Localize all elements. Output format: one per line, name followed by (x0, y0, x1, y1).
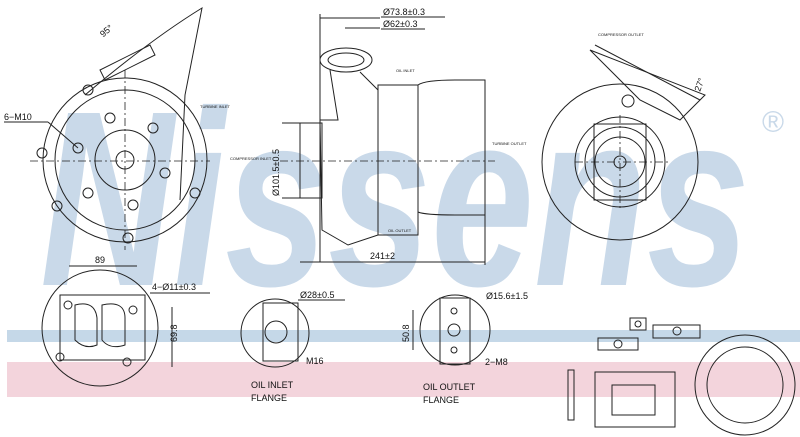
angle-27-label: 27° (692, 76, 706, 93)
compressor-inlet-label: COMPRESSOR INLET (230, 156, 272, 161)
oil-inlet-flange-label-1: OIL INLET (251, 380, 294, 390)
dia-1015-label: Ø101.5±0.5 (271, 149, 281, 196)
dia-156-label: Ø15.6±1.5 (486, 291, 528, 301)
height-698-label: 69.8 (169, 324, 179, 342)
dia-62-label: Ø62±0.3 (383, 19, 417, 29)
turbine-inlet-label: TURBINE INLET (200, 104, 231, 109)
oil-outlet-flange-label-1: OIL OUTLET (423, 382, 476, 392)
compressor-rear-view: 27° COMPRESSOR OUTLET (541, 32, 707, 241)
compressor-outlet-label: COMPRESSOR OUTLET (598, 32, 644, 37)
watermark-logo: Nissens (40, 59, 750, 338)
oil-inlet-flange-view: Ø28±0.5 M16 OIL INLET FLANGE (240, 290, 345, 403)
m16-label: M16 (306, 356, 324, 366)
length-241-label: 241±2 (370, 251, 395, 261)
turbine-outlet-label: TURBINE OUTLET (492, 141, 527, 146)
dia-738-label: Ø73.8±0.3 (383, 7, 425, 17)
registered-mark: ® (762, 106, 784, 139)
oil-outlet-flange-label-2: FLANGE (423, 395, 459, 405)
pink-band (7, 362, 800, 397)
side-view: Ø73.8±0.3 Ø62±0.3 Ø101.5±0.5 241±2 COMPR… (230, 7, 527, 265)
blue-band (7, 330, 800, 342)
oil-outlet-flange-view: 50.8 Ø15.6±1.5 2−M8 OIL OUTLET FLANGE (401, 291, 528, 405)
turbine-flange-view: 89 4−Ø11±0.3 69.8 (41, 255, 210, 387)
dia-28-label: Ø28±0.5 (300, 290, 334, 300)
gasket-kit (567, 317, 796, 436)
angle-95-label: 95° (98, 22, 115, 39)
width-89-label: 89 (95, 255, 105, 265)
oil-outlet-small-label: OIL OUTLET (388, 228, 412, 233)
height-508-label: 50.8 (401, 324, 411, 342)
oil-inlet-flange-label-2: FLANGE (251, 393, 287, 403)
m8-label: 2−M8 (485, 357, 508, 367)
holes-4-label: 4−Ø11±0.3 (152, 282, 196, 292)
bolts-6m10-label: 6−M10 (4, 112, 32, 122)
oil-inlet-small-label: OIL INLET (396, 68, 415, 73)
